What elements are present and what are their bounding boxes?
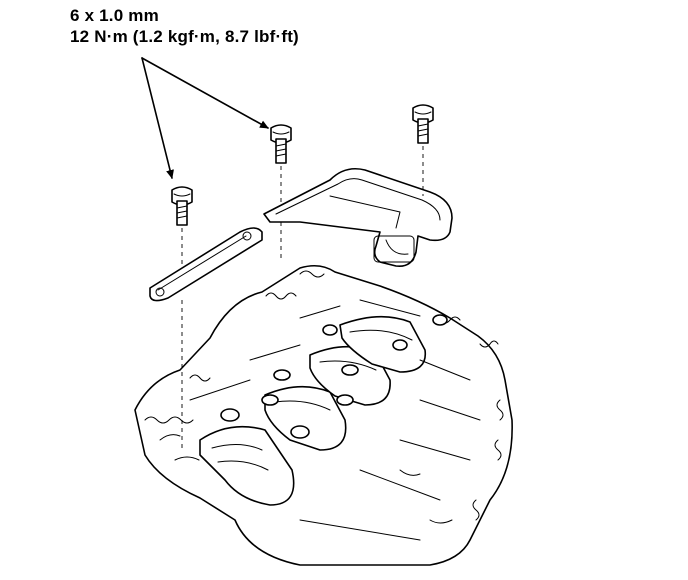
engine-block bbox=[134, 264, 513, 566]
baffle-plate-large bbox=[263, 167, 453, 268]
bolt-left-icon bbox=[171, 186, 193, 282]
baffle-plate-small bbox=[149, 227, 263, 450]
leader-arrow-right bbox=[141, 57, 269, 129]
torque-spec-label: 12 N·m (1.2 kgf·m, 8.7 lbf·ft) bbox=[70, 27, 299, 46]
leader-arrow-left bbox=[141, 57, 174, 179]
bolt-size-label: 6 x 1.0 mm bbox=[70, 6, 159, 25]
callout-leaders bbox=[141, 57, 269, 179]
bolt-right-icon bbox=[412, 104, 434, 178]
bolt-middle-icon bbox=[270, 124, 292, 220]
